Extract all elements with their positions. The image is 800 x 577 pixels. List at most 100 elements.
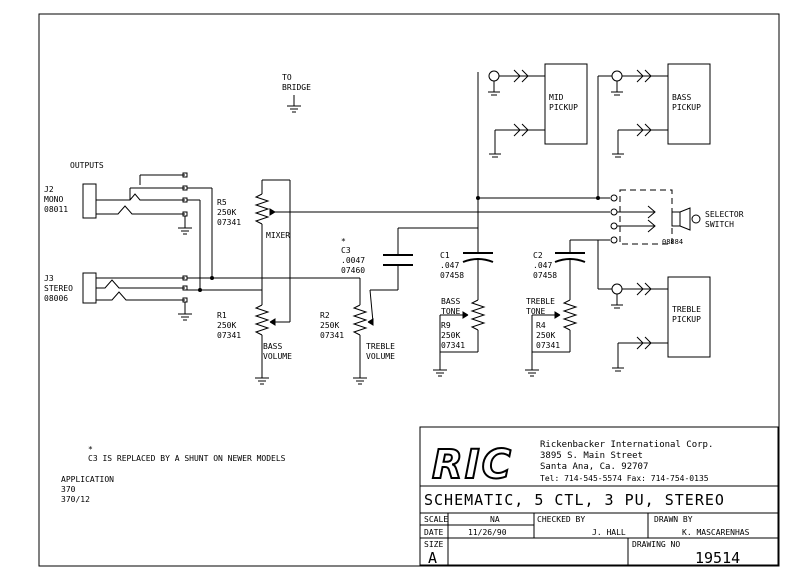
treble-tone-label: TREBLE TONE xyxy=(526,297,555,316)
outputs-label: OUTPUTS xyxy=(70,161,104,170)
c2-label: C2 .047 07458 xyxy=(533,251,557,280)
r4-label: R4 250K 07341 xyxy=(536,321,560,350)
j3-ref: J3 xyxy=(44,274,54,283)
drawing-no-value: 19514 xyxy=(695,549,740,567)
r1-potentiometer-icon xyxy=(254,290,290,385)
mid-pickup-wiring xyxy=(476,69,610,200)
r2-potentiometer-icon xyxy=(352,278,374,385)
treble-pickup-wiring xyxy=(597,240,668,372)
mid-pickup-label: MID PICKUP xyxy=(549,93,578,112)
mixer-label: MIXER xyxy=(266,231,290,240)
c1-capacitor-icon xyxy=(462,72,494,300)
c2-value: .047 xyxy=(533,261,552,270)
selector-switch-label: SELECTOR SWITCH xyxy=(705,210,744,229)
to-bridge-line2: BRIDGE xyxy=(282,83,311,92)
company-city: Santa Ana, Ca. 92707 xyxy=(540,462,648,472)
application-title: APPLICATION xyxy=(61,475,114,484)
jack-wiring xyxy=(187,187,360,292)
c1-label: C1 .047 07458 xyxy=(440,251,464,280)
r5-label: R5 250K 07341 xyxy=(217,198,241,227)
r2-label: R2 250K 07341 xyxy=(320,311,344,340)
company-phone: Tel: 714-545-5574 Fax: 714-754-0135 xyxy=(540,474,709,483)
drawn-by-value: K. MASCARENHAS xyxy=(682,528,750,537)
treble-tone-line2: TONE xyxy=(526,307,545,316)
note-text: C3 IS REPLACED BY A SHUNT ON NEWER MODEL… xyxy=(88,454,286,463)
application-model-1: 370 xyxy=(61,485,76,494)
j2-jack-icon xyxy=(82,172,192,235)
drawing-no-label: DRAWING NO xyxy=(632,540,680,549)
r2-value: 250K xyxy=(320,321,339,330)
j3-part: 08006 xyxy=(44,294,68,303)
treble-pickup-line1: TREBLE xyxy=(672,305,701,314)
treble-tone-line1: TREBLE xyxy=(526,297,555,306)
selector-switch-line2: SWITCH xyxy=(705,220,734,229)
selector-switch-icon xyxy=(610,189,701,245)
j2-part: 08011 xyxy=(44,205,68,214)
title-block xyxy=(419,426,779,566)
checked-by-value: J. HALL xyxy=(592,528,626,537)
switch-part-label: 08884 xyxy=(662,238,683,246)
c3-capacitor-icon xyxy=(370,227,478,291)
mid-pickup-line1: MID xyxy=(549,93,564,102)
drawn-by-label: DRAWN BY xyxy=(654,515,693,524)
r9-label: R9 250K 07341 xyxy=(441,321,465,350)
company-name: Rickenbacker International Corp. xyxy=(540,440,713,450)
date-label: DATE xyxy=(424,528,443,537)
r9-value: 250K xyxy=(441,331,460,340)
j3-jack-icon xyxy=(82,272,192,321)
r1-part: 07341 xyxy=(217,331,241,340)
company-street: 3895 S. Main Street xyxy=(540,451,643,461)
sheet-border xyxy=(38,13,780,567)
c1-ref: C1 xyxy=(440,251,450,260)
j2-ref: J2 xyxy=(44,185,54,194)
note-star: * xyxy=(88,445,93,454)
treble-volume-label: TREBLE VOLUME xyxy=(366,342,395,361)
c3-label: * C3 .0047 07460 xyxy=(341,237,365,275)
c3-star: * xyxy=(341,237,346,246)
bass-volume-line1: BASS xyxy=(263,342,282,351)
checked-by-label: CHECKED BY xyxy=(537,515,585,524)
bass-pickup-line1: BASS xyxy=(672,93,691,102)
bass-pickup-wiring xyxy=(596,69,668,200)
treble-pickup-label: TREBLE PICKUP xyxy=(672,305,701,324)
application-model-2: 370/12 xyxy=(61,495,90,504)
r1-ref: R1 xyxy=(217,311,227,320)
j2-mode: MONO xyxy=(44,195,63,204)
r1-label: R1 250K 07341 xyxy=(217,311,241,340)
r2-ref: R2 xyxy=(320,311,330,320)
bass-tone-line2: TONE xyxy=(441,307,460,316)
r1-value: 250K xyxy=(217,321,236,330)
r9-potentiometer-icon xyxy=(433,299,486,377)
r4-part: 07341 xyxy=(536,341,560,350)
scale-label: SCALE xyxy=(424,515,448,524)
bass-volume-label: BASS VOLUME xyxy=(263,342,292,361)
c2-part: 07458 xyxy=(533,271,557,280)
treble-volume-line1: TREBLE xyxy=(366,342,395,351)
bass-pickup-label: BASS PICKUP xyxy=(672,93,701,112)
r5-potentiometer-icon xyxy=(254,179,610,322)
application-label: APPLICATION 370 370/12 xyxy=(61,475,114,504)
r2-part: 07341 xyxy=(320,331,344,340)
r4-potentiometer-icon xyxy=(525,299,578,377)
selector-switch-line1: SELECTOR xyxy=(705,210,744,219)
c2-ref: C2 xyxy=(533,251,543,260)
r4-value: 250K xyxy=(536,331,555,340)
bass-tone-line1: BASS xyxy=(441,297,460,306)
bass-pickup-box xyxy=(667,63,711,145)
bass-pickup-line2: PICKUP xyxy=(672,103,701,112)
to-bridge-line1: TO xyxy=(282,73,292,82)
mid-pickup-box xyxy=(544,63,588,145)
treble-pickup-box xyxy=(667,276,711,358)
j3-label: J3 STEREO 08006 xyxy=(44,274,73,303)
r9-ref: R9 xyxy=(441,321,451,330)
r4-ref: R4 xyxy=(536,321,546,330)
treble-pickup-line2: PICKUP xyxy=(672,315,701,324)
r5-part: 07341 xyxy=(217,218,241,227)
ric-logo: RIC xyxy=(432,442,513,488)
size-label: SIZE xyxy=(424,540,443,549)
scale-value: NA xyxy=(490,515,500,524)
c3-value: .0047 xyxy=(341,256,365,265)
treble-volume-line2: VOLUME xyxy=(366,352,395,361)
bridge-ground-icon xyxy=(287,95,301,113)
